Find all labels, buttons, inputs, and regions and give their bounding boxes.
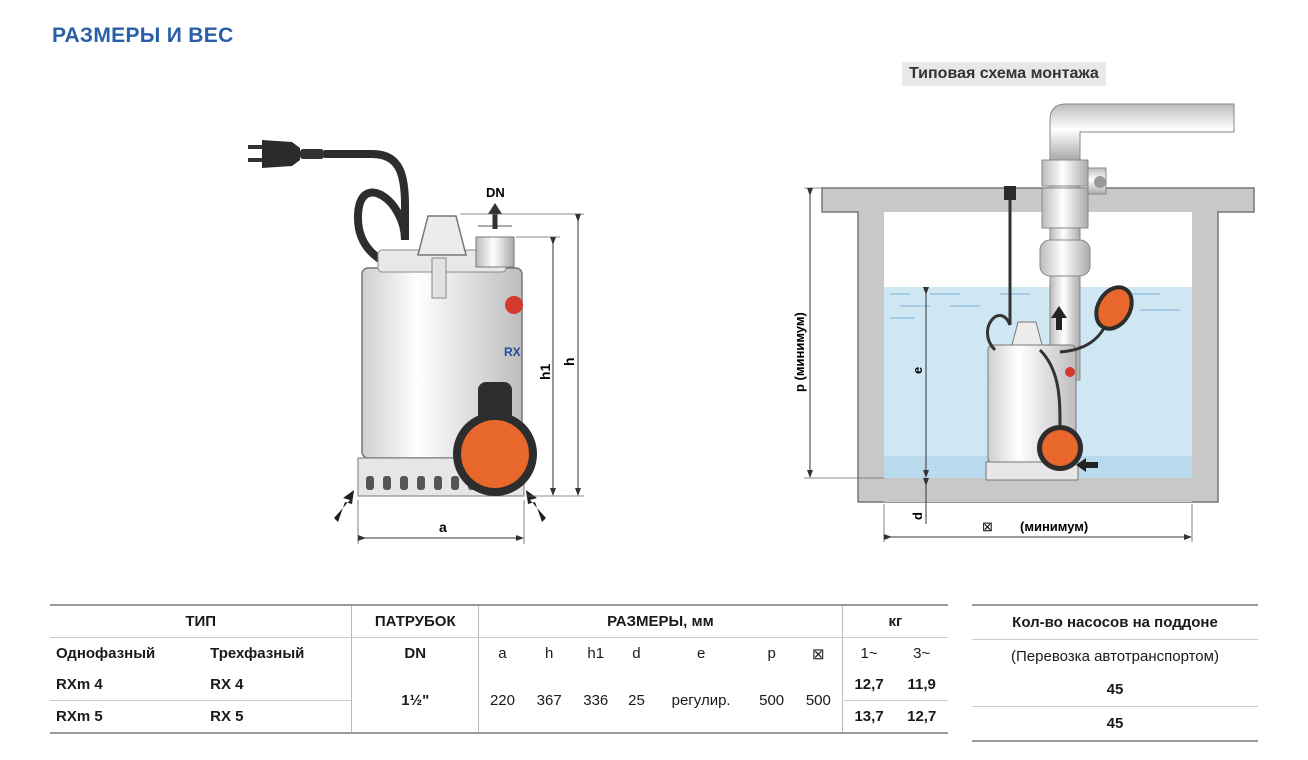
cell-three: RX 5 [204,700,352,734]
col-a: a [478,637,526,669]
cell-three: RX 4 [204,669,352,701]
col-type: ТИП [50,604,352,638]
col-h1: h1 [587,645,605,662]
table-row: RXm 4 RX 4 1½" 220 367 336 25 регулир. 5… [50,669,948,734]
cell-h: 367 [525,669,573,734]
dn-label: DN [486,185,505,200]
pump-drawing: RX DN h h1 [248,140,584,544]
table-row: 45 [972,706,1258,742]
flow-arrow-icon [1051,306,1067,318]
col-dimensions: РАЗМЕРЫ, мм [478,604,843,638]
cell-w3: 11,9 [895,669,948,701]
h1-label: h1 [537,363,553,380]
page-title: РАЗМЕРЫ И ВЕС [52,24,234,47]
inlet-arrow-icon [1076,458,1086,472]
technical-drawings: RX DN h h1 [248,103,1255,544]
dn-arrow-icon [488,203,502,214]
col-e: e [696,645,706,662]
schema-caption: Типовая схема монтажа [902,62,1106,86]
discharge-pipe [1049,103,1235,161]
float-switch-raised [1094,285,1134,331]
col-square: ⊠ [812,645,825,663]
col-single-phase: Однофазный [56,645,156,662]
pallet-header: Кол-во насосов на поддоне [972,604,1258,640]
check-valve [1039,239,1091,277]
cell-h1: 336 [572,669,620,734]
d-label: d [910,512,925,520]
pallet-table: Кол-во насосов на поддоне (Перевозка авт… [972,604,1258,742]
col-d: d [632,645,641,662]
pallet-cell: 45 [972,673,1258,707]
col-w1: 1~ [841,637,896,669]
power-plug [1004,186,1016,200]
inlet-arrow-icon [526,490,546,522]
install-drawing: p (минимум) e d ⊠ (минимум) [792,103,1255,542]
specs-table: ТИП ПАТРУБОК РАЗМЕРЫ, мм кг Однофазный Т… [50,604,948,734]
cell-e: регулир. [653,669,749,734]
cell-w3: 12,7 [895,700,948,734]
min-label: (минимум) [1020,519,1088,534]
pallet-subheader: (Перевозка автотранспортом) [1011,648,1219,665]
col-weight: кг [841,604,948,638]
cell-w1: 12,7 [841,669,896,701]
cell-square: 500 [794,669,843,734]
cell-p: 500 [748,669,795,734]
brand-mark: RX [504,345,521,359]
col-h: h [544,645,554,662]
p-label: p (минимум) [792,312,807,392]
col-outlet: ПАТРУБОК [351,604,479,638]
cell-w1: 13,7 [841,700,896,734]
cell-single: RXm 4 [50,669,205,701]
square-symbol: ⊠ [982,519,993,534]
pallet-cell: 45 [972,706,1258,742]
col-three-phase: Трехфазный [210,645,305,662]
e-label: e [910,367,925,374]
table-row: 45 [972,673,1258,707]
cell-a: 220 [478,669,526,734]
inlet-arrow-icon [334,490,354,522]
cell-single: RXm 5 [50,700,205,734]
cell-outlet: 1½" [351,669,479,734]
h-label: h [561,357,577,366]
col-dn: DN [351,637,479,669]
col-w3: 3~ [913,645,931,662]
col-p: p [767,645,776,662]
brand-logo-icon [505,296,523,314]
outlet-pipe [475,236,515,268]
power-cable [324,150,409,240]
float-switch [453,382,537,496]
a-label: a [439,519,447,535]
pump-handle [417,215,467,256]
gate-valve [1041,159,1089,187]
cell-d: 25 [619,669,654,734]
power-plug [248,140,324,168]
table-row: RXm 5 RX 5 13,7 12,7 [50,700,948,734]
